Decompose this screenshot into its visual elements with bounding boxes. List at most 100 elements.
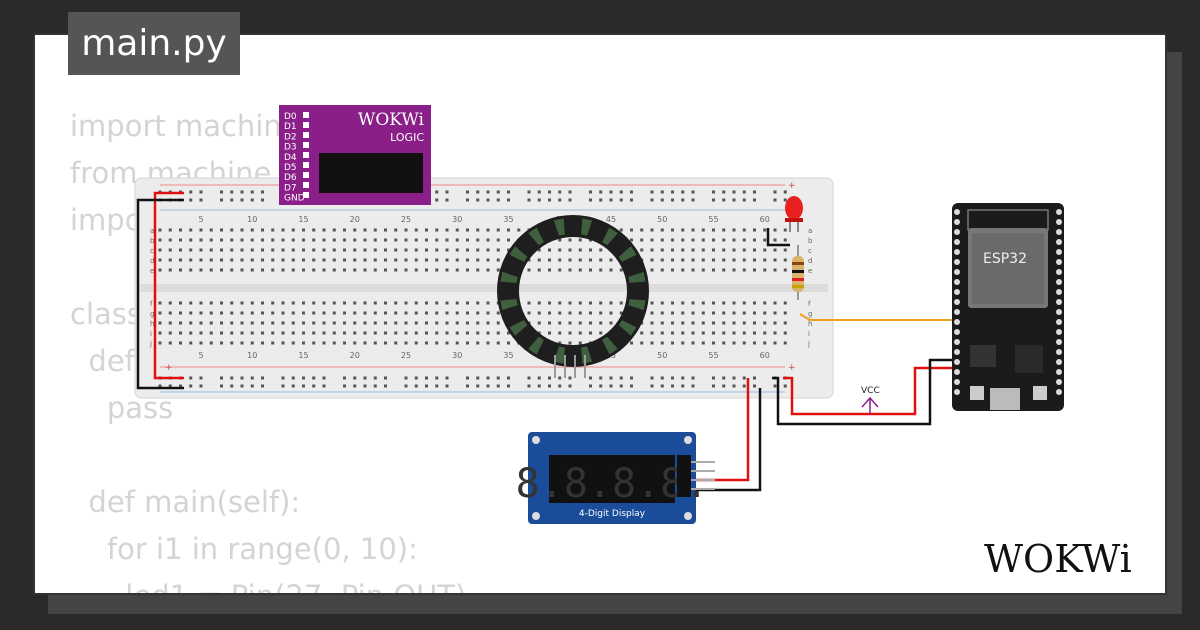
ring-led bbox=[528, 227, 544, 246]
row-letter: g bbox=[150, 310, 154, 318]
column-number: 60 bbox=[760, 351, 770, 360]
logic-pin-label: D6 bbox=[284, 173, 297, 183]
row-letter: b bbox=[808, 237, 813, 245]
display-label: 4-Digit Display bbox=[579, 509, 646, 519]
ring-led bbox=[509, 320, 528, 336]
ring-led bbox=[618, 246, 637, 262]
column-number: 50 bbox=[657, 215, 667, 224]
code-line: led1 = Pin(27, Pin.OUT) bbox=[70, 579, 466, 593]
red-led[interactable] bbox=[785, 196, 803, 232]
logic-pin-label: D2 bbox=[284, 132, 297, 142]
column-number: 30 bbox=[452, 215, 462, 224]
column-number: 20 bbox=[350, 351, 360, 360]
logic-pin-label: D7 bbox=[284, 183, 297, 193]
column-number: 60 bbox=[760, 215, 770, 224]
row-letter: h bbox=[150, 320, 154, 328]
row-letter: c bbox=[150, 247, 154, 255]
esp32-board[interactable]: ESP32 bbox=[952, 203, 1064, 411]
row-letter: e bbox=[150, 267, 154, 275]
breadboard: 5510101515202025253030353540404545505055… bbox=[134, 177, 834, 399]
ring-led bbox=[628, 271, 646, 283]
column-number: 45 bbox=[606, 215, 616, 224]
ring-led bbox=[509, 246, 528, 262]
display-digits: 8.8.8.8. bbox=[516, 461, 709, 507]
red-wire-vcc bbox=[783, 366, 962, 416]
esp32-pins bbox=[954, 209, 1062, 395]
logic-pin-label: D0 bbox=[284, 112, 297, 122]
row-letter: i bbox=[808, 330, 810, 338]
resistor[interactable] bbox=[792, 245, 804, 300]
column-number: 55 bbox=[708, 215, 718, 224]
red-wire-left bbox=[153, 191, 184, 380]
orange-wire-signal bbox=[799, 313, 958, 321]
logic-pin-label: D1 bbox=[284, 122, 297, 132]
code-line: import machine bbox=[70, 109, 300, 143]
column-number: 10 bbox=[247, 351, 257, 360]
column-number: 25 bbox=[401, 215, 411, 224]
vcc-power-symbol: VCC bbox=[861, 386, 880, 414]
black-wire-gnd bbox=[772, 358, 962, 426]
logic-pin-label: D4 bbox=[284, 153, 297, 163]
row-letter: c bbox=[808, 247, 812, 255]
column-number: 25 bbox=[401, 351, 411, 360]
row-letter: d bbox=[150, 257, 154, 265]
black-wire-led bbox=[766, 228, 790, 247]
ring-led bbox=[500, 299, 518, 311]
wokwi-logo: WOKWi bbox=[984, 538, 1132, 580]
code-line: for i1 in range(0, 10): bbox=[70, 532, 418, 566]
logic-pin-label: D3 bbox=[284, 143, 297, 153]
svg-text:+: + bbox=[165, 363, 173, 373]
column-number: 55 bbox=[708, 351, 718, 360]
ring-led bbox=[602, 227, 618, 246]
row-letter: g bbox=[808, 310, 812, 318]
logic-pin-label: D5 bbox=[284, 163, 297, 173]
ring-led bbox=[581, 346, 593, 364]
file-tab[interactable]: main.py bbox=[68, 12, 240, 75]
ring-led bbox=[618, 320, 637, 336]
row-letter: e bbox=[808, 267, 812, 275]
row-letter: f bbox=[150, 300, 153, 308]
four-digit-display[interactable]: 8.8.8.8. 4-Digit Display bbox=[516, 432, 715, 524]
row-letter: f bbox=[808, 300, 811, 308]
ring-led bbox=[602, 336, 618, 355]
neopixel-ring[interactable] bbox=[497, 215, 649, 378]
column-number: 5 bbox=[198, 351, 203, 360]
esp32-label: ESP32 bbox=[983, 251, 1027, 267]
code-line: def main(self): bbox=[70, 485, 301, 519]
row-letter: a bbox=[808, 227, 812, 235]
row-letter: j bbox=[149, 340, 152, 348]
ring-leds bbox=[500, 218, 646, 364]
row-letter: b bbox=[150, 237, 155, 245]
ring-led bbox=[628, 299, 646, 311]
logic-brand: WOKWi bbox=[358, 110, 425, 130]
black-wire-left bbox=[136, 198, 184, 390]
ring-led bbox=[500, 271, 518, 283]
brand-logo-text: WOKWi bbox=[984, 538, 1132, 580]
column-number: 50 bbox=[657, 351, 667, 360]
column-number: 15 bbox=[298, 215, 308, 224]
logic-pin-label: GND bbox=[284, 194, 305, 204]
row-letter: h bbox=[808, 320, 812, 328]
ring-led bbox=[553, 218, 565, 236]
ring-led bbox=[553, 346, 565, 364]
row-letter: j bbox=[807, 340, 810, 348]
column-number: 35 bbox=[503, 215, 513, 224]
column-number: 10 bbox=[247, 215, 257, 224]
svg-text:+: + bbox=[788, 363, 796, 373]
ring-led bbox=[581, 218, 593, 236]
vcc-label: VCC bbox=[861, 386, 880, 396]
row-letter: d bbox=[808, 257, 812, 265]
column-number: 15 bbox=[298, 351, 308, 360]
row-letter: a bbox=[150, 227, 154, 235]
column-number: 30 bbox=[452, 351, 462, 360]
row-letter: i bbox=[150, 330, 152, 338]
column-number: 20 bbox=[350, 215, 360, 224]
column-number: 5 bbox=[198, 215, 203, 224]
ring-led bbox=[528, 336, 544, 355]
logic-title: LOGIC bbox=[390, 131, 424, 144]
svg-text:+: + bbox=[788, 181, 796, 191]
